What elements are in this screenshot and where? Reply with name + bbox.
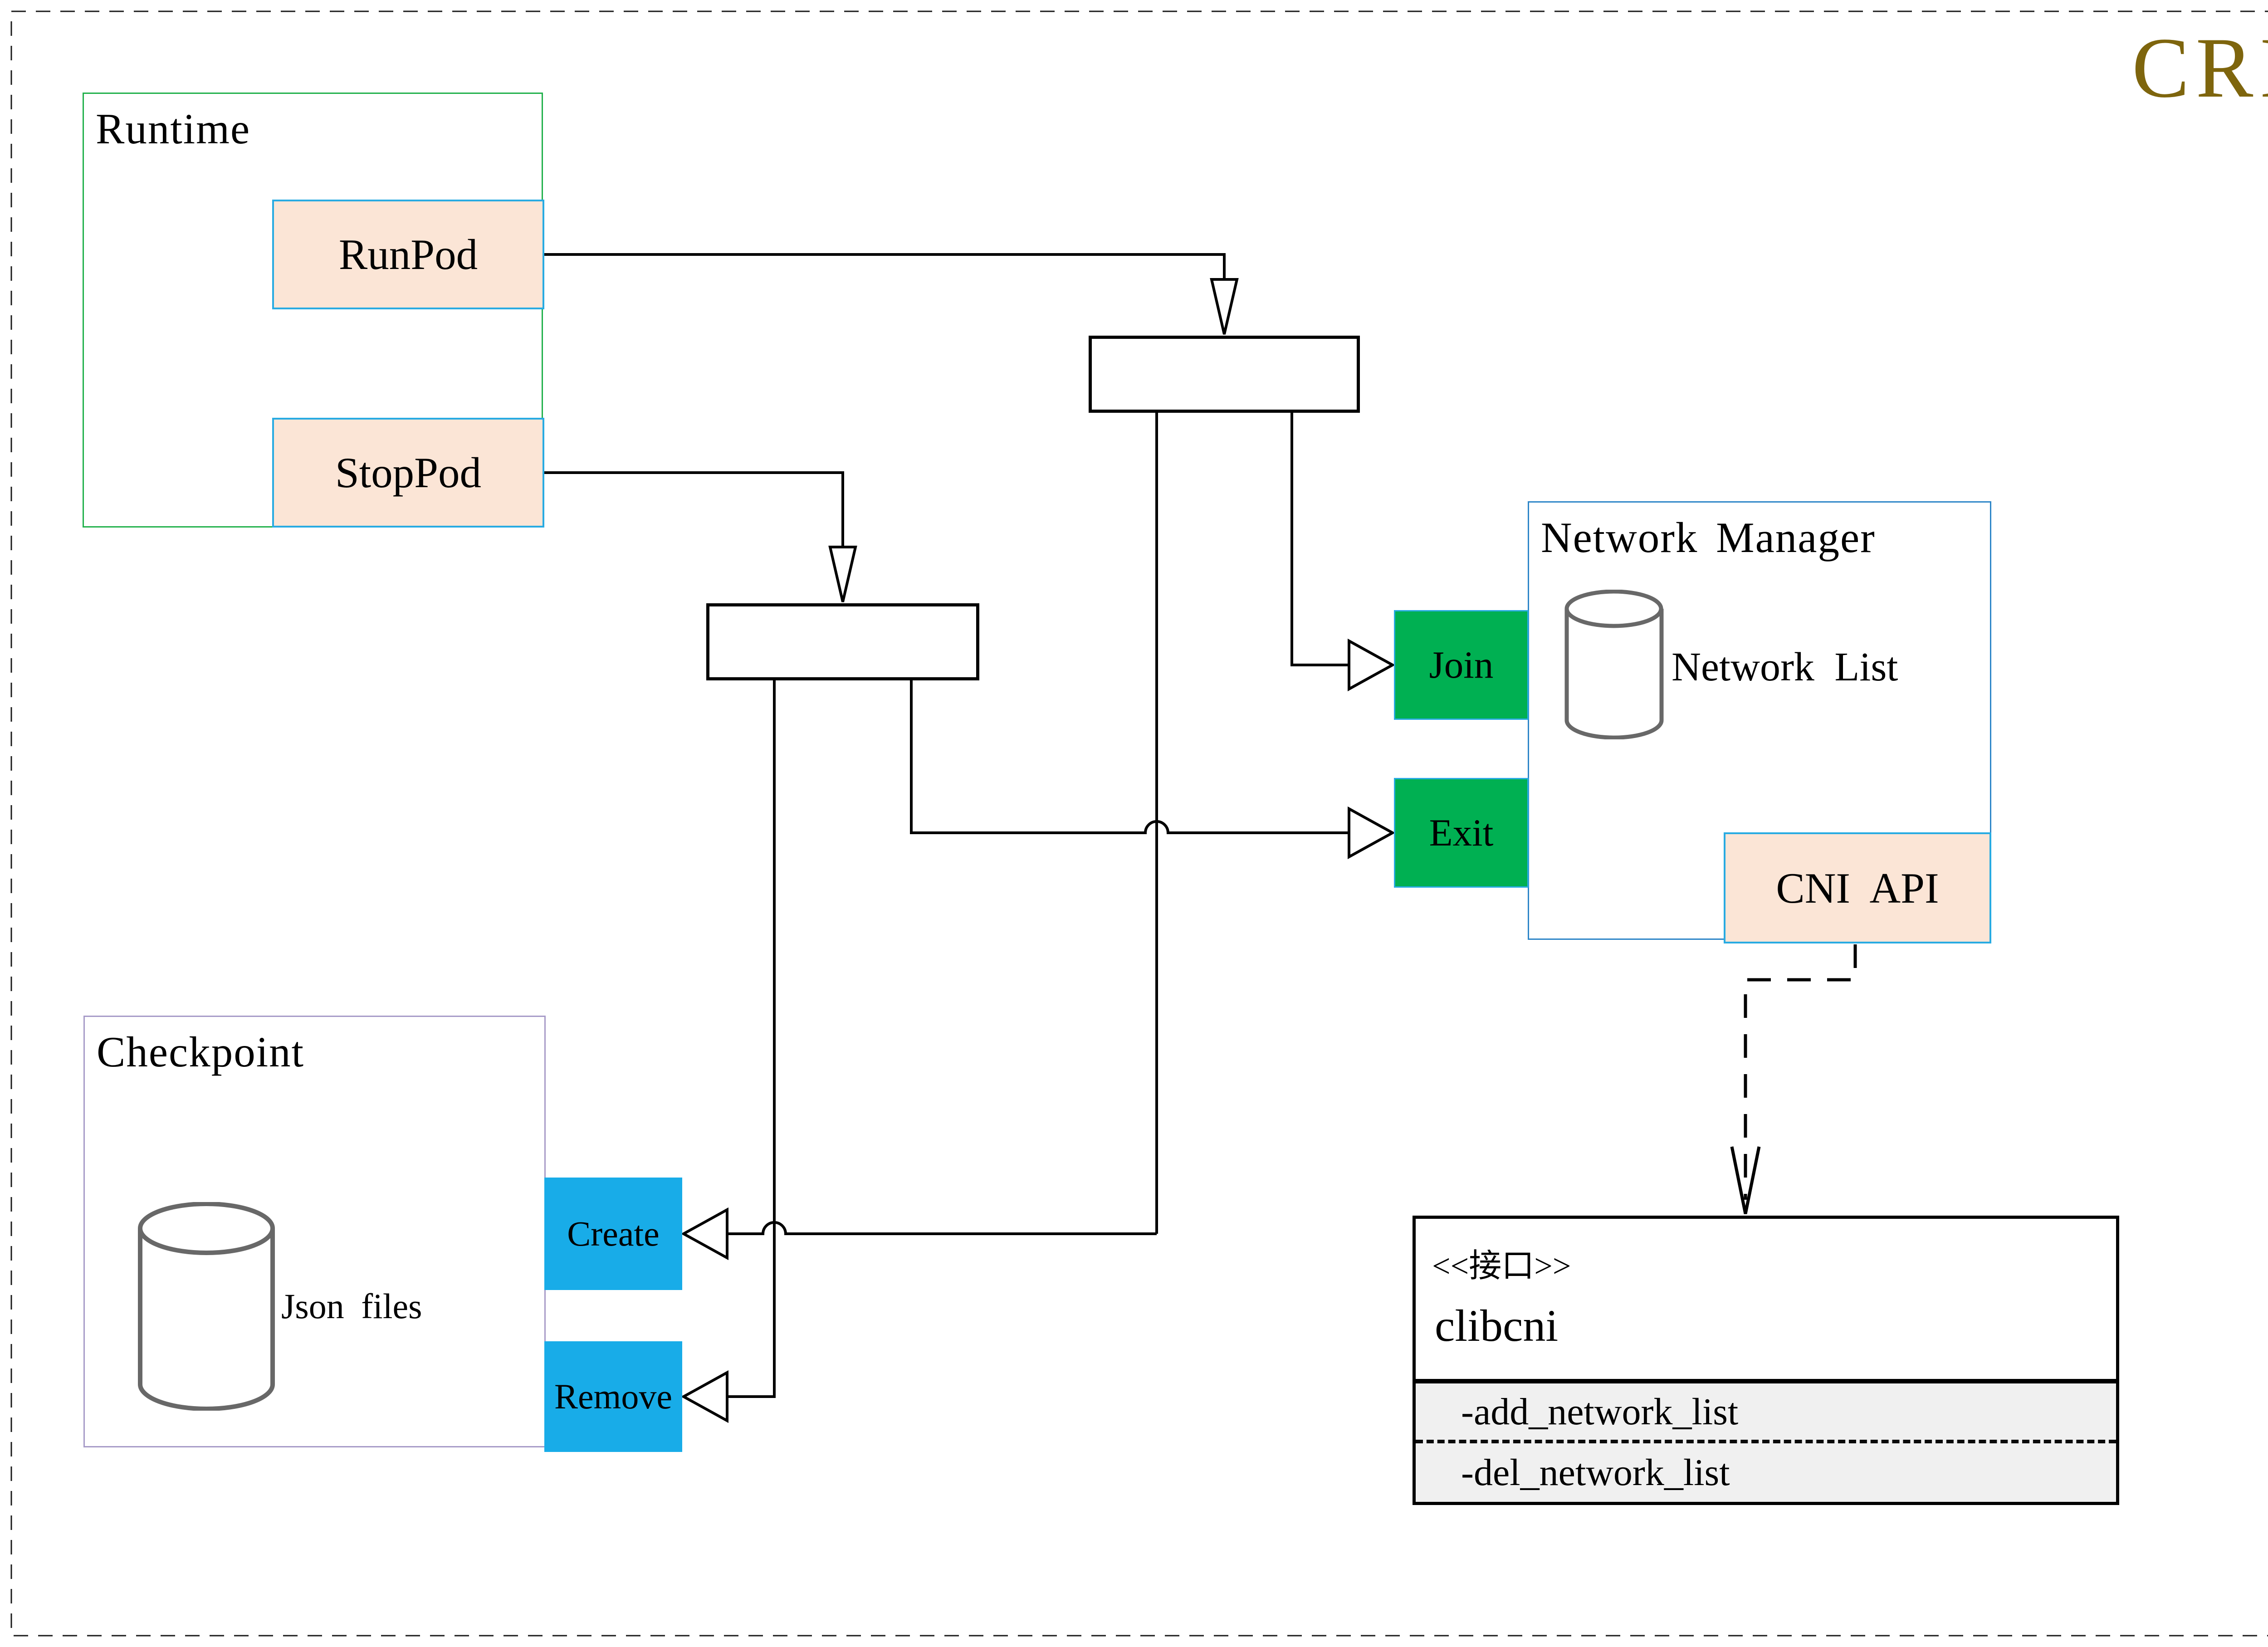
connector-stoppod-to-pool2 [544,471,844,547]
arrowhead-right-exit-icon [1348,806,1396,860]
exit-label: Exit [1429,811,1494,854]
stoppod-label: StopPod [335,449,482,497]
pool-box-1 [1089,336,1360,413]
remove-label: Remove [554,1377,672,1416]
checkpoint-title: Checkpoint [97,1028,304,1076]
network-list-database-icon [1564,590,1664,739]
network-list-label: Network List [1672,644,1898,689]
json-files-label: Json files [281,1286,422,1326]
clibcni-method-row: -add_network_list [1416,1383,2116,1440]
join-box: Join [1394,610,1529,720]
runpod-box: RunPod [272,200,544,309]
arrowhead-left-create-icon [680,1207,728,1261]
clibcni-header: <<接口>> clibcni [1416,1219,2116,1379]
arrowhead-down-pool2-icon [828,546,857,602]
clibcni-method-add: -add_network_list [1461,1390,1739,1433]
json-files-database-icon [138,1202,275,1411]
stoppod-box: StopPod [272,418,544,528]
clibcni-method-del: -del_network_list [1461,1452,1730,1494]
network-manager-title: Network Manager [1541,513,1876,562]
pool-box-2 [706,603,979,680]
exit-box: Exit [1394,778,1529,888]
connector-pool2-to-exit [910,680,1349,834]
join-label: Join [1429,644,1494,686]
clibcni-section-divider [1416,1379,2116,1383]
connector-pool2-to-remove [727,680,776,1398]
clibcni-method-dashed-divider [1416,1440,2116,1443]
page-dashed-border [10,10,2268,1637]
arrowhead-right-join-icon [1348,638,1396,692]
clibcni-method-row: -del_network_list [1416,1443,2116,1502]
connector-cniapi-to-clibcni [1744,944,1857,1200]
clibcni-name: clibcni [1435,1300,1559,1351]
page-title: CRI [2132,20,2268,116]
create-box: Create [544,1178,682,1290]
arrowhead-down-pool1-icon [1210,278,1239,335]
clibcni-stereotype: <<接口>> [1432,1248,1571,1284]
connector-runpod-to-pool1 [544,253,1226,279]
cni-api-label: CNI API [1776,864,1939,912]
clibcni-interface-box: <<接口>> clibcni -add_network_list -del_ne… [1413,1216,2119,1505]
cni-api-box: CNI API [1724,832,1991,943]
remove-box: Remove [544,1341,682,1452]
arrowhead-open-clibcni-icon [1730,1146,1761,1214]
arrowhead-left-remove-icon [680,1370,728,1423]
connector-pool1-to-join [1290,413,1349,666]
runpod-label: RunPod [338,230,478,279]
runtime-title: Runtime [96,105,251,153]
create-label: Create [567,1214,660,1253]
